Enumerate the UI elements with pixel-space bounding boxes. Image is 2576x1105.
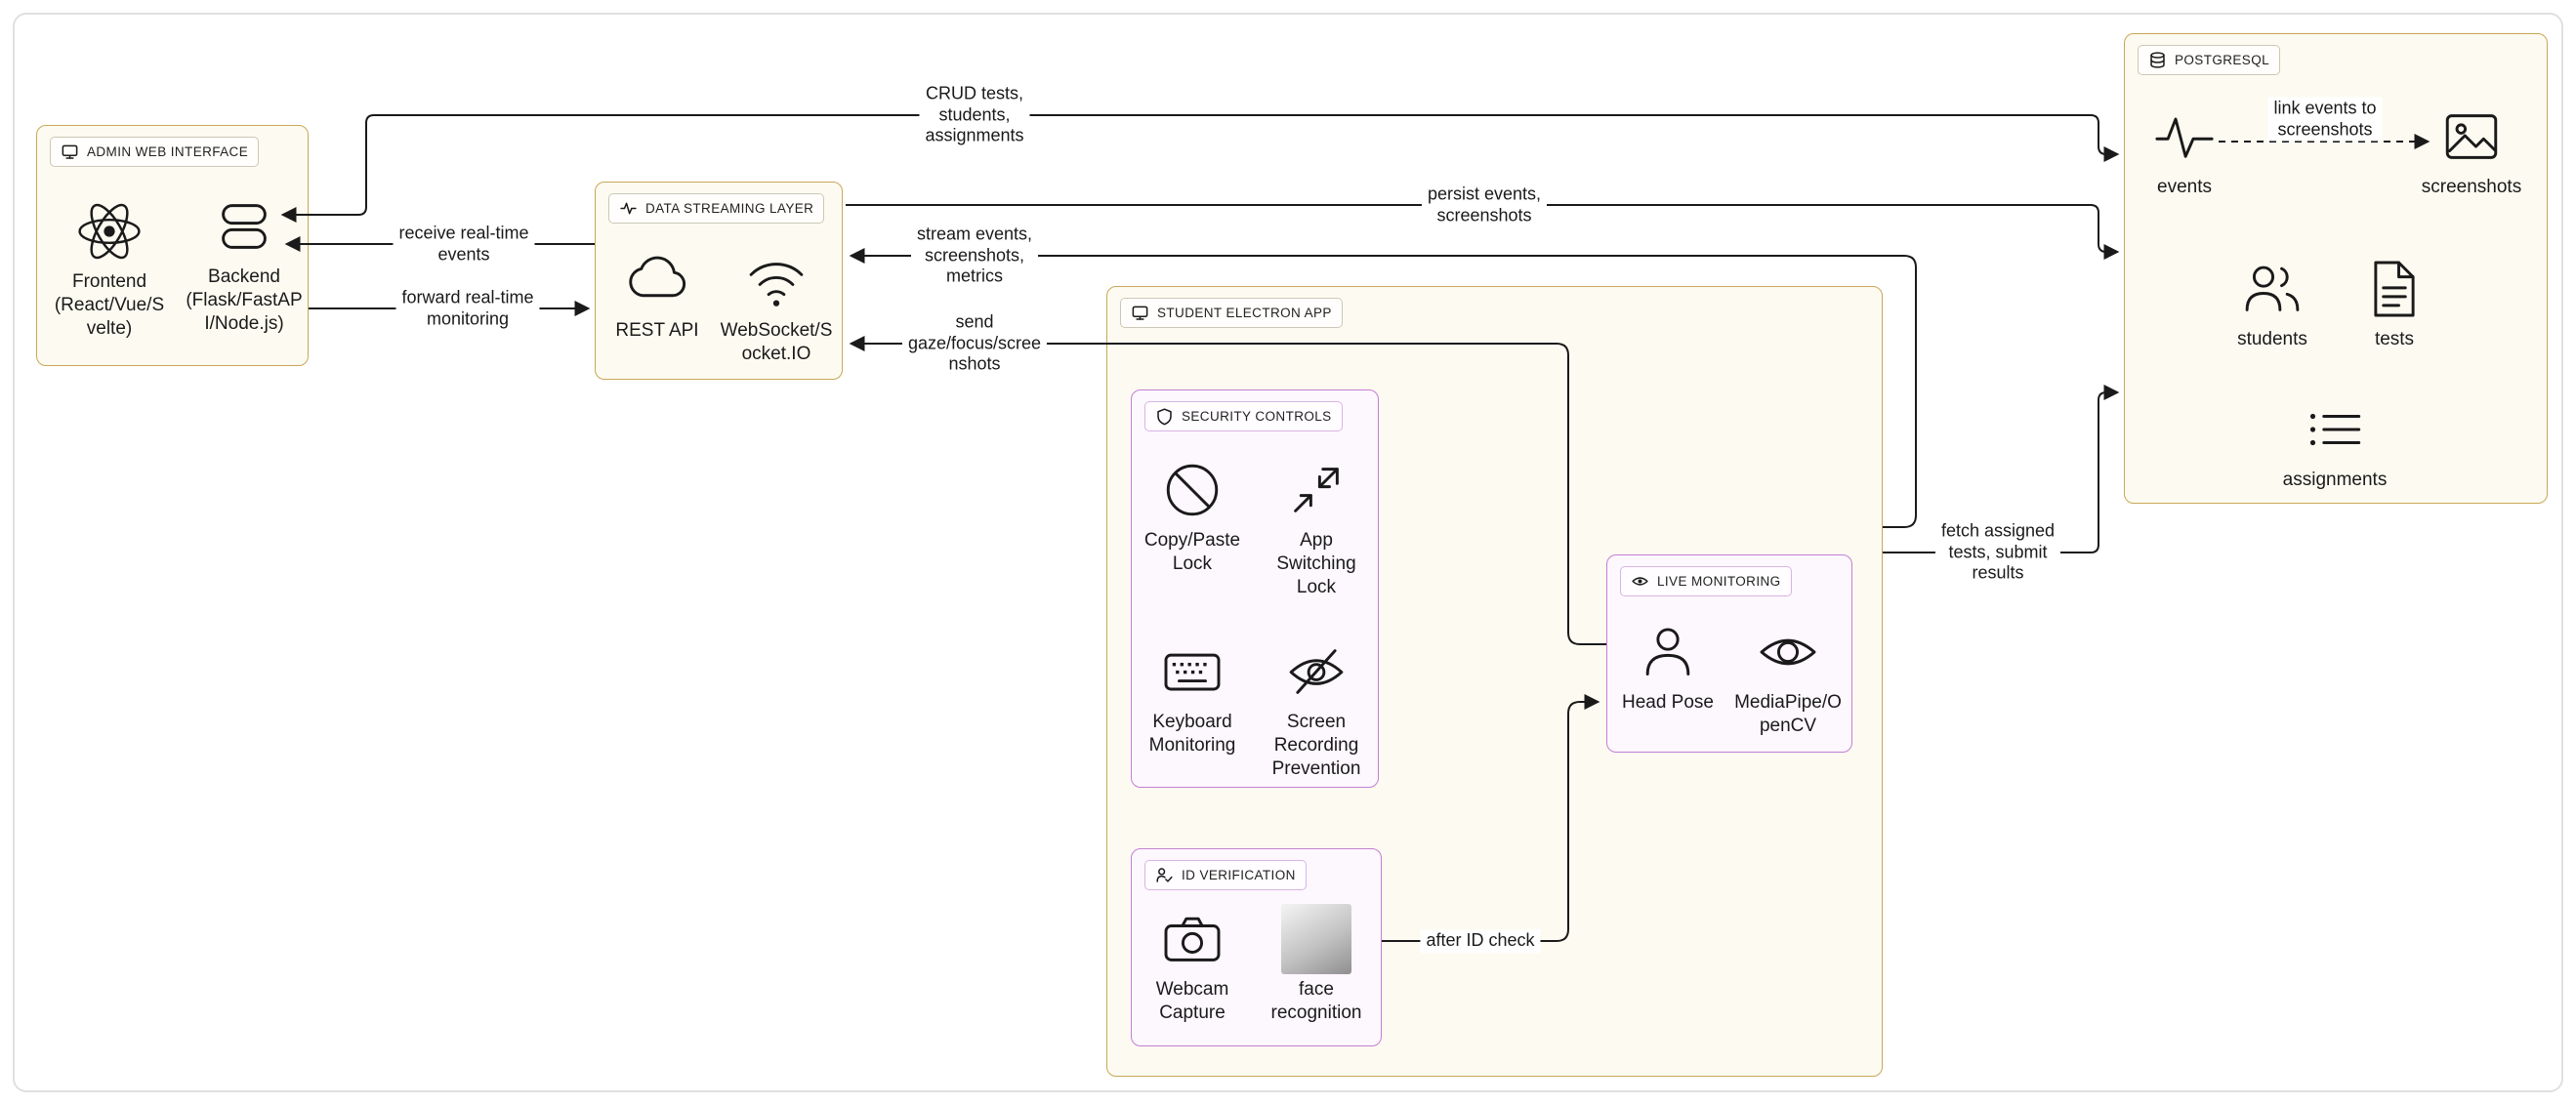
node-webcam-capture: Webcam Capture xyxy=(1131,904,1254,1025)
node-app-switching-lock: App Switching Lock xyxy=(1255,455,1378,599)
group-live-title: LIVE MONITORING xyxy=(1657,574,1781,589)
node-screen-recording-prevention: Screen Recording Prevention xyxy=(1255,636,1378,781)
edge-label-send-gaze: send gaze/focus/scree nshots xyxy=(901,310,1048,377)
eye-icon xyxy=(1760,638,1816,666)
group-pg-title: POSTGRESQL xyxy=(2175,53,2270,67)
node-frontend: Frontend (React/Vue/S velte) xyxy=(45,196,174,341)
ban-icon xyxy=(1166,464,1219,516)
node-events-label: events xyxy=(2157,177,2212,197)
edge-label-receive: receive real-time events xyxy=(393,222,535,266)
cloud-icon xyxy=(629,256,686,298)
group-admin-header: ADMIN WEB INTERFACE xyxy=(50,137,260,167)
node-mediapipe-label: MediaPipe/O penCV xyxy=(1734,692,1842,736)
node-tests: tests xyxy=(2330,254,2459,351)
node-face-recog-label: face recognition xyxy=(1270,979,1362,1023)
node-students-label: students xyxy=(2237,329,2307,349)
group-security-title: SECURITY CONTROLS xyxy=(1182,409,1332,424)
node-mediapipe-opencv: MediaPipe/O penCV xyxy=(1726,617,1849,738)
people-icon xyxy=(2245,266,2300,311)
group-live-monitoring: LIVE MONITORING xyxy=(1606,554,1852,753)
monitor-icon xyxy=(1132,306,1148,320)
server-stack-icon xyxy=(222,204,267,249)
face-recognition-image xyxy=(1281,904,1351,974)
shield-icon xyxy=(1157,408,1172,426)
node-screenshots: screenshots xyxy=(2407,102,2536,199)
edge-label-persist: persist events, screenshots xyxy=(1421,183,1548,227)
edge-label-forward: forward real-time monitoring xyxy=(395,286,540,331)
group-student-title: STUDENT ELECTRON APP xyxy=(1157,306,1332,320)
keyboard-icon xyxy=(1164,653,1221,691)
eye-off-icon xyxy=(1289,649,1344,694)
image-icon xyxy=(2445,114,2498,159)
group-student-header: STUDENT ELECTRON APP xyxy=(1120,298,1343,328)
edge-crud xyxy=(280,114,2120,223)
node-backend-label: Backend (Flask/FastAP I/Node.js) xyxy=(186,266,303,334)
group-security-header: SECURITY CONTROLS xyxy=(1144,401,1343,431)
database-icon xyxy=(2150,52,2165,68)
edge-persist xyxy=(846,204,2120,260)
node-websocket: WebSocket/S ocket.IO xyxy=(712,245,841,366)
node-rest-api-label: REST API xyxy=(615,320,699,341)
node-assignments-label: assignments xyxy=(2282,470,2388,490)
node-students: students xyxy=(2208,254,2337,351)
person-check-icon xyxy=(1156,868,1173,882)
node-screenshots-label: screenshots xyxy=(2421,177,2522,197)
node-rest-api: REST API xyxy=(593,245,722,343)
group-security-controls: SECURITY CONTROLS xyxy=(1131,389,1379,788)
edge-label-link-events: link events to screenshots xyxy=(2267,97,2383,142)
list-icon xyxy=(2309,413,2361,446)
node-head-pose-label: Head Pose xyxy=(1621,692,1714,713)
monitor-icon xyxy=(62,144,78,159)
group-live-header: LIVE MONITORING xyxy=(1620,566,1792,596)
edge-label-fetch: fetch assigned tests, submit results xyxy=(1934,519,2061,586)
file-text-icon xyxy=(2374,261,2415,317)
node-keyboard-label: Keyboard Monitoring xyxy=(1148,712,1236,756)
group-idv-title: ID VERIFICATION xyxy=(1182,868,1296,882)
diagram-frame xyxy=(13,13,2563,1092)
node-keyboard-monitoring: Keyboard Monitoring xyxy=(1131,636,1254,757)
edge-stream xyxy=(849,248,1917,528)
compress-arrows-icon xyxy=(1294,468,1339,512)
react-icon xyxy=(78,203,141,260)
node-screen-rec-label: Screen Recording Prevention xyxy=(1271,712,1361,779)
node-app-switching-label: App Switching Lock xyxy=(1276,530,1356,597)
node-websocket-label: WebSocket/S ocket.IO xyxy=(720,320,833,364)
node-head-pose: Head Pose xyxy=(1606,617,1729,715)
edge-label-after-id: after ID check xyxy=(1420,929,1541,953)
node-webcam-label: Webcam Capture xyxy=(1155,979,1229,1023)
group-admin-title: ADMIN WEB INTERFACE xyxy=(87,144,249,159)
group-idv-header: ID VERIFICATION xyxy=(1144,860,1307,890)
camera-icon xyxy=(1164,917,1221,962)
group-pg-header: POSTGRESQL xyxy=(2138,45,2281,75)
edge-label-stream: stream events, screenshots, metrics xyxy=(910,223,1039,289)
node-tests-label: tests xyxy=(2374,329,2415,349)
activity-icon xyxy=(2155,117,2214,158)
node-face-recognition: face recognition xyxy=(1255,904,1378,1025)
node-copy-paste-lock: Copy/Paste Lock xyxy=(1131,455,1254,576)
edge-fetch xyxy=(1883,385,2120,553)
node-events: events xyxy=(2120,102,2249,199)
edge-label-crud: CRUD tests, students, assignments xyxy=(919,82,1030,148)
person-icon xyxy=(1645,628,1690,675)
edge-after-id xyxy=(1382,694,1600,942)
node-frontend-label: Frontend (React/Vue/S velte) xyxy=(54,271,165,339)
node-assignments: assignments xyxy=(2270,394,2399,492)
node-copy-paste-label: Copy/Paste Lock xyxy=(1143,530,1241,574)
eye-icon xyxy=(1632,577,1648,586)
edge-send-gaze xyxy=(849,336,1606,645)
node-backend: Backend (Flask/FastAP I/Node.js) xyxy=(180,191,309,336)
wifi-icon xyxy=(749,263,804,307)
